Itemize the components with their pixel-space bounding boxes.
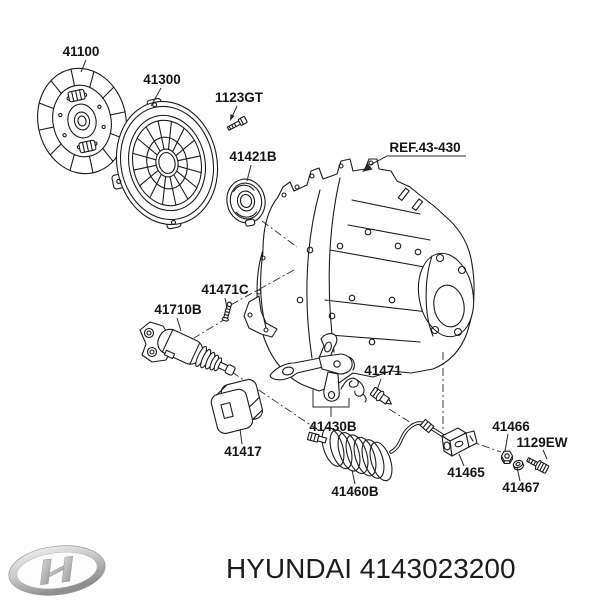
bolt-1123GT-drawing (226, 116, 248, 131)
part-number: 4143023200 (359, 553, 516, 584)
ref-label: REF.43-430 (389, 140, 460, 155)
transmission-drawing (243, 158, 475, 392)
part-label-41300: 41300 (143, 72, 181, 87)
part-label-41466: 41466 (492, 419, 530, 434)
release-bearing-drawing (226, 178, 266, 227)
tube-fitting-nut (419, 418, 435, 434)
switch-bolt-drawing (369, 386, 393, 405)
bolt-1129EW-drawing (526, 457, 550, 474)
nut-drawing (500, 450, 514, 464)
hyundai-logo-icon (8, 545, 106, 596)
clutch-slave-cylinder-drawing (139, 321, 236, 376)
washer-drawing (512, 459, 525, 471)
boot-drawing (210, 379, 264, 434)
part-label-41417: 41417 (224, 444, 262, 459)
fork-spring-clip-drawing (340, 377, 367, 403)
part-label-41430B: 41430B (309, 419, 357, 434)
part-label-41100: 41100 (63, 44, 100, 59)
clutch-disc-drawing (37, 67, 127, 175)
bleeder-valve-drawing (221, 301, 233, 322)
part-label-41710B: 41710B (154, 302, 202, 317)
release-fork-drawing (269, 333, 355, 402)
leader-lines (80, 59, 548, 485)
part-label-41471C: 41471C (201, 282, 249, 297)
part-labels: 41100 41300 1123GT 41421B REF.43-430 414… (63, 44, 568, 499)
tube-bracket-drawing (441, 427, 478, 457)
footer-caption: HYUNDAI 4143023200 (226, 553, 516, 585)
part-label-1129EW: 1129EW (516, 435, 567, 450)
brand-name: HYUNDAI (226, 553, 353, 584)
part-label-1123GT: 1123GT (215, 90, 264, 105)
part-label-41465: 41465 (447, 465, 485, 480)
part-label-41421B: 41421B (229, 149, 277, 164)
part-label-41471: 41471 (364, 363, 402, 378)
part-label-41467: 41467 (502, 480, 540, 495)
part-label-41460B: 41460B (331, 484, 379, 499)
clutch-tube-coil-drawing (306, 418, 452, 482)
clutch-cover-drawing (111, 97, 219, 230)
